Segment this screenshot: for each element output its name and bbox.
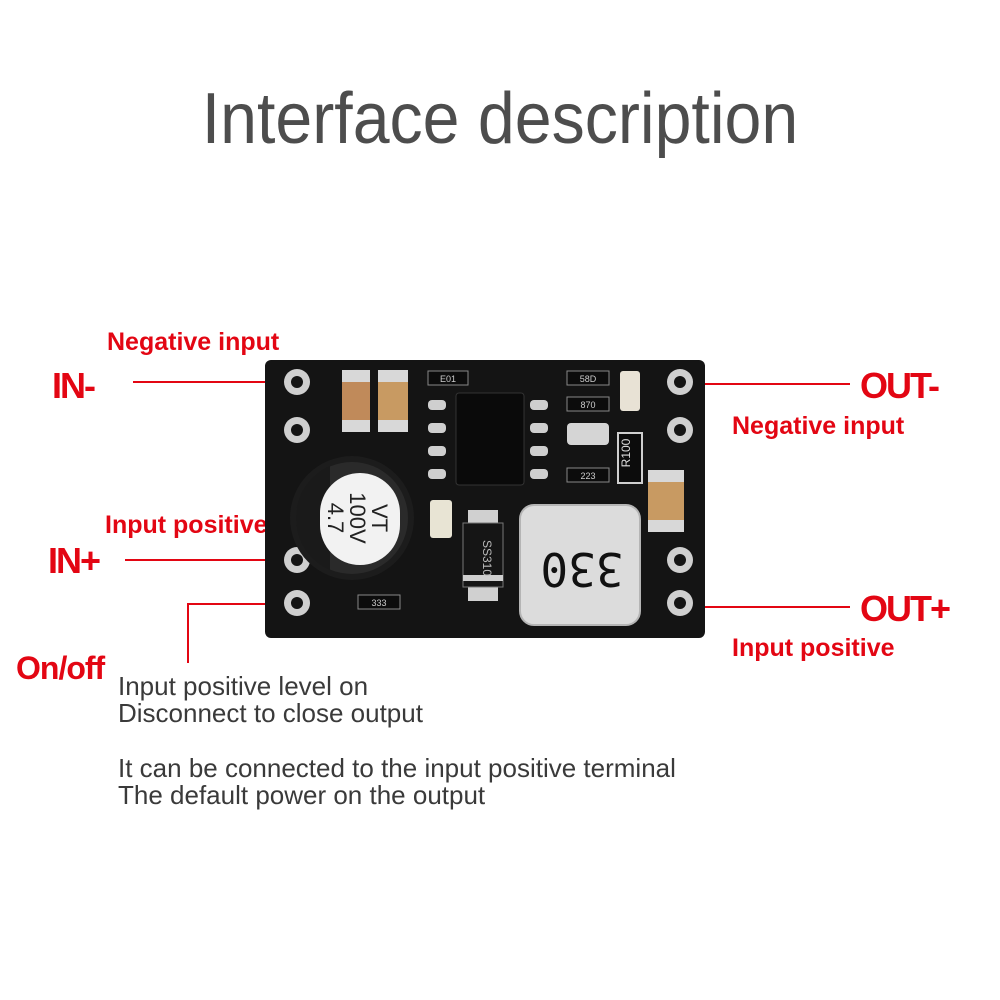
smd-cap-vertical xyxy=(430,500,452,538)
smd-e01: E01 xyxy=(427,370,469,386)
svg-text:223: 223 xyxy=(580,471,595,481)
electrolytic-capacitor: 4.7 100V VT xyxy=(290,456,414,580)
out-minus-pointer-line xyxy=(690,383,850,385)
ic-chip xyxy=(428,392,548,486)
diode-ss310: SS310 xyxy=(462,510,504,601)
on-off-pointer-line-h xyxy=(187,603,293,605)
smd-223: 223 xyxy=(566,467,610,483)
dc-dc-board: E01 58D 870 223 R100 4.7 100V VT S xyxy=(265,360,705,638)
in-plus-label: IN+ xyxy=(48,540,101,581)
in-minus-description: Negative input xyxy=(107,328,280,356)
svg-text:E01: E01 xyxy=(440,374,456,384)
on-off-label: On/off xyxy=(16,650,105,686)
smd-white-part xyxy=(620,371,640,411)
svg-text:SS310: SS310 xyxy=(480,540,494,576)
out-plus-pointer-line xyxy=(690,606,850,608)
ceramic-cap-3 xyxy=(648,470,684,532)
in-minus-label: IN- xyxy=(52,365,96,406)
smd-333: 333 xyxy=(357,594,401,610)
svg-text:870: 870 xyxy=(580,400,595,410)
on-off-pointer-line-v xyxy=(187,603,189,663)
note-line-3: It can be connected to the input positiv… xyxy=(118,753,676,783)
smd-cap-small xyxy=(567,423,609,445)
svg-text:VT: VT xyxy=(367,504,392,532)
smd-58d: 58D xyxy=(566,370,610,386)
out-plus-description: Input positive xyxy=(732,634,895,662)
out-minus-label: OUT- xyxy=(860,365,940,406)
out-minus-description: Negative input xyxy=(732,412,905,440)
resistor-r100: R100 xyxy=(617,432,643,484)
in-plus-pointer-line xyxy=(125,559,292,561)
note-line-2: Disconnect to close output xyxy=(118,698,423,728)
svg-text:333: 333 xyxy=(371,598,386,608)
note-line-1: Input positive level on xyxy=(118,671,369,701)
svg-text:58D: 58D xyxy=(580,374,597,384)
ceramic-cap-2 xyxy=(378,370,408,432)
page-title: Interface description xyxy=(201,79,799,159)
out-plus-label: OUT+ xyxy=(860,588,951,629)
inductor-330: 330 xyxy=(519,504,641,626)
smd-870: 870 xyxy=(566,396,610,412)
svg-text:4.7: 4.7 xyxy=(323,503,348,534)
ceramic-cap-1 xyxy=(342,370,370,432)
in-plus-description: Input positive xyxy=(105,511,268,539)
svg-text:330: 330 xyxy=(540,542,623,596)
note-line-4: The default power on the output xyxy=(118,780,486,810)
svg-text:R100: R100 xyxy=(619,438,633,467)
in-minus-pointer-line xyxy=(133,381,293,383)
svg-text:100V: 100V xyxy=(345,492,370,544)
